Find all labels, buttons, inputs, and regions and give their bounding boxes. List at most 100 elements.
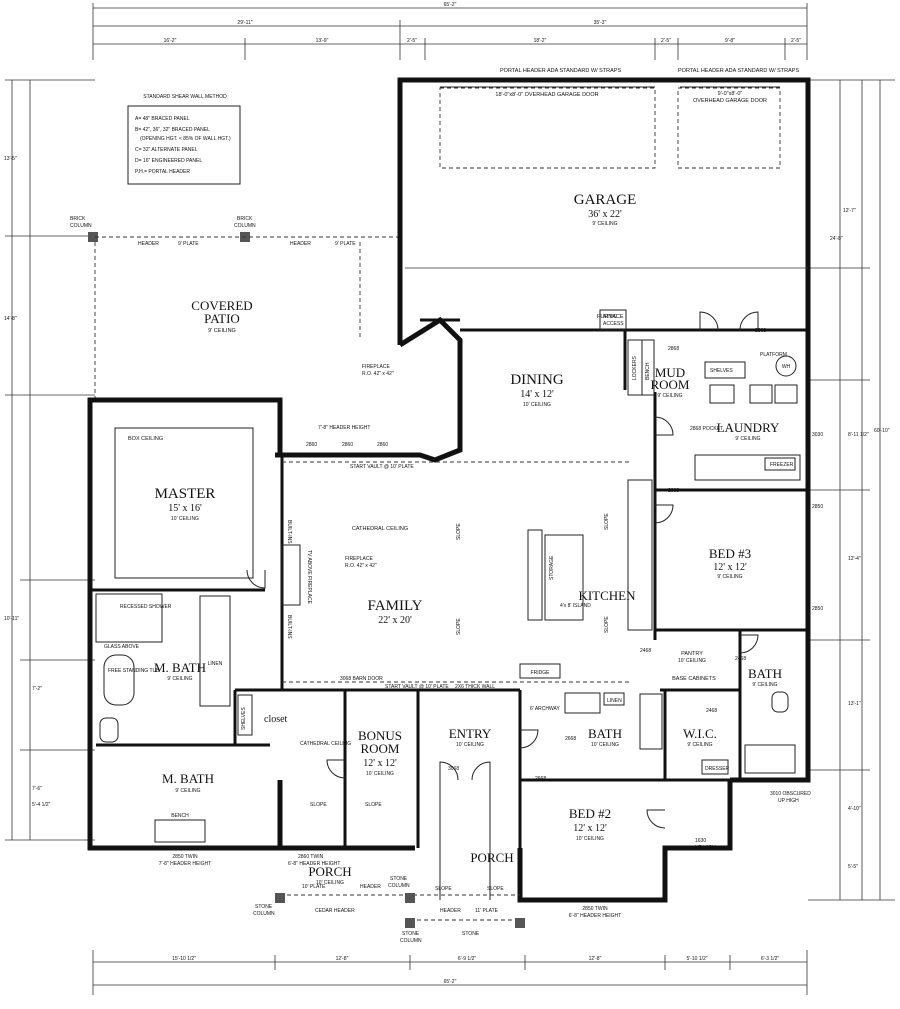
header-porch: HEADER bbox=[360, 884, 381, 890]
glass-above-label: GLASS ABOVE bbox=[104, 644, 140, 650]
bonus-ceiling: 10' CEILING bbox=[366, 771, 394, 777]
door-swings bbox=[246, 311, 759, 829]
garage-size: 36' x 22' bbox=[588, 209, 622, 220]
legend-title: STANDARD SHEAR WALL METHOD bbox=[143, 94, 227, 100]
dim-right-1: 12'-7" bbox=[843, 208, 856, 214]
entry: ENTRY 10' CEILING 6' ARCHWAY bbox=[439, 690, 561, 900]
door-tag-1: 2860 bbox=[306, 442, 317, 448]
dim-top-seg-7: 2'-5" bbox=[791, 38, 801, 44]
patio-title-1: COVERED bbox=[191, 298, 252, 313]
covered-patio: BRICK COLUMN BRICK COLUMN HEADER 9' PLAT… bbox=[70, 216, 400, 398]
mbath-1-title: M. BATH bbox=[154, 660, 206, 675]
stone-col-2: STONE bbox=[390, 876, 408, 882]
slope-label-8: SLOPE bbox=[487, 886, 504, 892]
slope-label-5: SLOPE bbox=[310, 802, 327, 808]
bed3-ceiling: 9' CEILING bbox=[717, 574, 742, 580]
mudroom-title-2: ROOM bbox=[650, 377, 689, 392]
right-dimensions: 12'-7" 24'-8" 60'-10" 8'-11 1/2" 13'-1" … bbox=[808, 79, 895, 901]
door-tag-14: 2468 bbox=[735, 656, 746, 662]
porch1-ceiling: 10' CEILING bbox=[316, 880, 344, 886]
tv-fireplace-label: TV ABOVE FIREPLACE bbox=[306, 550, 312, 605]
dim-right-5: 13'-1" bbox=[848, 701, 861, 707]
dim-left-3: 10'-11" bbox=[4, 616, 19, 622]
slope-label-3: SLOPE bbox=[604, 513, 610, 530]
plate-porch-2: 11' PLATE bbox=[475, 908, 499, 914]
master-title: MASTER bbox=[155, 486, 216, 502]
stone-col-1: STONE bbox=[255, 904, 273, 910]
water-heater-label: WH bbox=[782, 364, 791, 370]
door-tag-7: 2068 bbox=[668, 488, 679, 494]
mud-laundry: FURNACE ATTIC ATTIC ACCESS LOCKERS BENCH… bbox=[597, 309, 808, 492]
cathedral-ceiling-2: CATHEDRAL CEILING bbox=[300, 741, 351, 747]
entry-title: ENTRY bbox=[449, 726, 492, 741]
legend-line-2: B= 42", 36", 32" BRACED PANEL bbox=[135, 127, 210, 133]
dim-top-seg-6: 9'-8" bbox=[725, 38, 735, 44]
twin-2-header: 6'-8" HEADER HEIGHT bbox=[288, 861, 340, 867]
bed-2: BED #2 12' x 12' 10' CEILING 2850 TWIN 6… bbox=[569, 806, 716, 919]
island-label: 4'x 8' ISLAND bbox=[560, 603, 591, 609]
kitchen: STORAGE 4'x 8' ISLAND KITCHEN FRIDGE bbox=[519, 392, 657, 679]
dim-right-3: 60'-10" bbox=[874, 428, 890, 434]
master-ceiling: 10' CEILING bbox=[171, 516, 199, 522]
freezer-label: FREEZER bbox=[770, 462, 794, 468]
header-height-label: 7'-8" HEADER HEIGHT bbox=[318, 425, 370, 431]
legend-line-3: (OPENING HGT. < 85% OF WALL HGT.) bbox=[140, 136, 231, 142]
dim-right-6: 12'-4" bbox=[848, 556, 861, 562]
header-porch-2: HEADER bbox=[440, 908, 461, 914]
platform-label: PLATFORM bbox=[760, 352, 787, 358]
pantry-ceiling: 10' CEILING bbox=[678, 658, 706, 664]
bench-label-2: BENCH bbox=[171, 813, 189, 819]
top-dimensions: 65'-2" 29'-11" 35'-3" 16'-2" 13'-9" 2'-5… bbox=[92, 2, 808, 60]
door-tag-5: 2868 bbox=[755, 328, 766, 334]
dim-right-2: 24'-8" bbox=[830, 236, 843, 242]
garage: PORTAL HEADER ADA STANDARD W/ STRAPS POR… bbox=[397, 68, 811, 380]
patio-plate-b: 9' PLATE bbox=[335, 241, 356, 247]
dim-bottom-6: 6'-3 1/2" bbox=[761, 956, 780, 962]
dim-right-4: 8'-11 1/2" bbox=[848, 432, 869, 438]
door-tag-8: 2668 bbox=[565, 736, 576, 742]
legend-line-6: P.H.= PORTAL HEADER bbox=[135, 169, 190, 175]
cedar-header-label: CEDAR HEADER bbox=[315, 908, 355, 914]
door-tag-11: 2850 bbox=[812, 606, 823, 612]
bonus-title-1: BONUS bbox=[358, 728, 402, 743]
stone-label: STONE bbox=[462, 931, 480, 937]
dim-top-seg-3: 2'-5" bbox=[407, 38, 417, 44]
garage-title: GARAGE bbox=[574, 192, 637, 208]
dim-bottom-1: 15'-10 1/2" bbox=[172, 956, 196, 962]
slope-label-4: SLOPE bbox=[604, 616, 610, 633]
dim-top-seg-4: 18'-2" bbox=[534, 38, 547, 44]
dim-left-1: 13'-5" bbox=[4, 156, 17, 162]
start-vault-label-2: START VAULT @ 10' PLATE bbox=[385, 684, 449, 690]
garage-door-1-label: 18'-0"x8'-0" OVERHEAD GARAGE DOOR bbox=[495, 92, 598, 98]
barn-door-label: 3068 BARN DOOR bbox=[340, 676, 383, 682]
bath3-title: BATH bbox=[748, 666, 782, 681]
bonus-size: 12' x 12' bbox=[363, 758, 397, 769]
door-tag-2: 2860 bbox=[342, 442, 353, 448]
dim-bottom-3: 6'-9 1/2" bbox=[458, 956, 477, 962]
plate-porch-1: 10' PLATE bbox=[302, 884, 326, 890]
legend-line-5: D= 16" ENGINEERED PANEL bbox=[135, 158, 202, 164]
portal-header-1: PORTAL HEADER ADA STANDARD W/ STRAPS bbox=[500, 68, 621, 74]
dim-top-seg-5: 2'-5" bbox=[661, 38, 671, 44]
door-tag-4: 2868 bbox=[668, 346, 679, 352]
dim-bottom-total: 65'-2" bbox=[444, 979, 457, 985]
attic-access-label: ACCESS bbox=[603, 321, 624, 327]
twin-2-label: 2860 TWIN bbox=[298, 854, 324, 860]
laundry-title: LAUNDRY bbox=[717, 420, 780, 435]
patio-ceiling: 9' CEILING bbox=[208, 328, 236, 334]
mudroom-ceiling: 9' CEILING bbox=[657, 393, 682, 399]
dim-bottom-5: 5'-10 1/2" bbox=[686, 956, 707, 962]
dining-ceiling: 10' CEILING bbox=[523, 402, 551, 408]
bed3-size: 12' x 12' bbox=[713, 562, 747, 573]
storage-label: STORAGE bbox=[549, 555, 555, 580]
left-dimensions: 13'-5" 14'-8" 10'-11" 7'-2" 7'-6" 5'-4 1… bbox=[4, 79, 95, 841]
dim-top-left: 29'-11" bbox=[237, 20, 252, 26]
shelves-label: SHELVES bbox=[710, 368, 733, 374]
bath2-wic: LINEN BATH 10' CEILING W.I.C. 9' CEILING… bbox=[520, 690, 730, 782]
shelves-label-2: SHELVES bbox=[241, 707, 247, 730]
mbath-1-ceiling: 9' CEILING bbox=[167, 676, 192, 682]
front-porch: 2860 TWIN 6'-8" HEADER HEIGHT PORCH 10' … bbox=[253, 850, 525, 944]
door-tag-10: 2850 bbox=[812, 504, 823, 510]
bed2-title: BED #2 bbox=[569, 806, 611, 821]
linen-label-1: LINEN bbox=[208, 661, 223, 667]
